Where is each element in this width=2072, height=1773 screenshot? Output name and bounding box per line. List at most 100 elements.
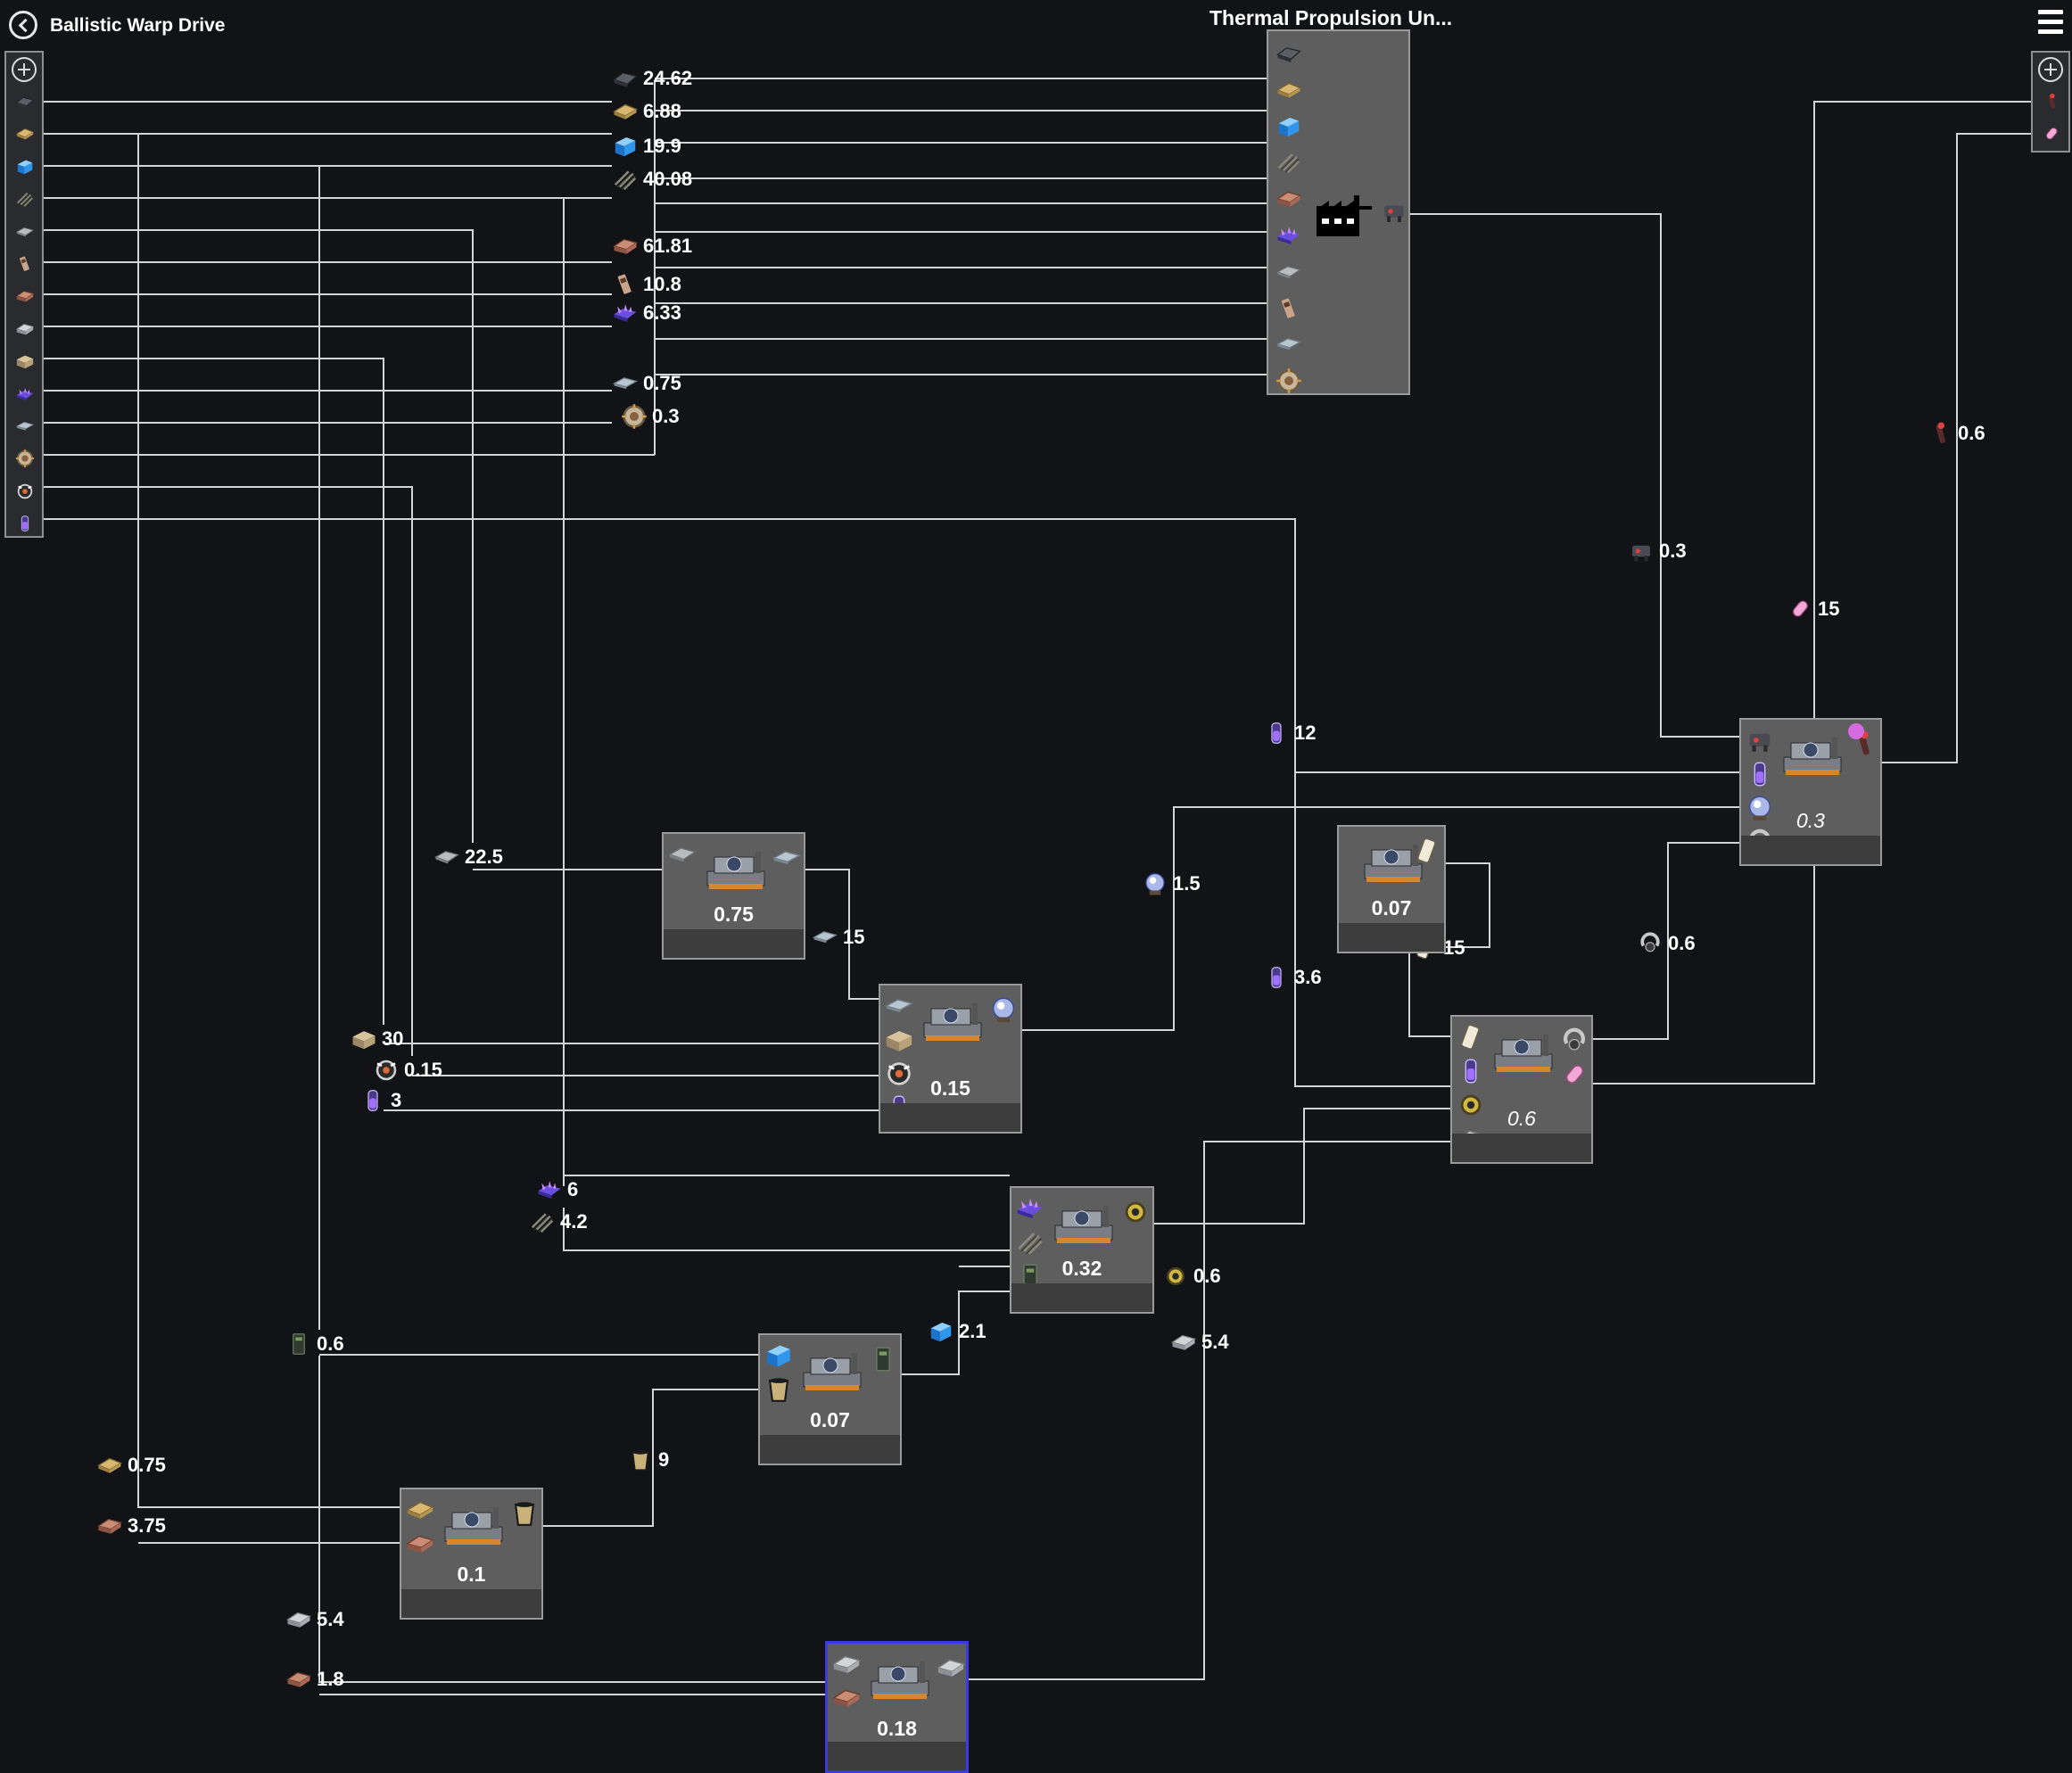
recipe-node[interactable]: 0.6 [1450,1015,1593,1164]
recipe-node[interactable]: 0.75 [662,832,805,960]
flow-value: 15 [843,926,865,948]
battery-cell-icon [1015,1261,1045,1291]
copper-plate-icon [285,1666,312,1693]
copper-plate-icon[interactable] [15,286,35,306]
glass-pane-icon [612,370,639,397]
factory-icon [1313,188,1372,238]
flow-value: 0.6 [1668,932,1696,954]
blue-crate-icon [928,1318,954,1345]
machine-icon [704,845,768,895]
flow-value: 0.15 [404,1059,442,1081]
node-rate: 0.15 [930,1076,970,1100]
hook-ring-icon [1637,930,1663,957]
add-input-button[interactable] [12,57,37,82]
flow-label: 5.4 [1170,1328,1229,1357]
node-rate: 0.32 [1061,1257,1102,1280]
flow-value: 24.62 [643,67,693,89]
violet-crystal-icon [612,300,639,326]
flow-label: 2.1 [928,1317,986,1346]
menu-icon[interactable] [2038,10,2063,40]
flow-label: 22.5 [433,843,503,871]
cog-gear-icon[interactable] [15,449,35,468]
flow-label: 0.3 [621,402,680,431]
flow-value: 19.9 [643,135,681,157]
phial-icon[interactable] [15,514,35,533]
steel-sheet-icon [831,1649,862,1679]
node-footer [828,1742,966,1770]
crystal-orb-icon [1142,870,1168,897]
output-product-title: Thermal Propulsion Un... [1209,6,1453,29]
flow-label: 3.75 [96,1512,166,1540]
flow-value: 0.3 [1659,540,1687,562]
recipe-node[interactable]: 0.18 [825,1641,969,1773]
flow-label: 0.15 [373,1056,442,1084]
steel-beam-icon [612,65,639,92]
page-title: Ballistic Warp Drive [50,15,226,36]
copper-ingot-icon[interactable] [15,124,35,144]
recipe-node[interactable]: 0.1 [400,1488,543,1620]
crystal-orb-icon [1745,793,1775,823]
iron-plate-icon[interactable] [15,222,35,242]
violet-crystal-icon [1275,222,1302,249]
flow-label: 15 [1787,595,1839,623]
output-machine[interactable] [1267,29,1410,395]
robot-drone-icon [1380,197,1408,226]
node-rate: 0.3 [1796,809,1825,832]
flow-value: 9 [658,1448,670,1471]
machine-icon [1052,1199,1116,1249]
recipe-node[interactable]: 0.32 [1010,1186,1154,1314]
cog-gear-icon [621,403,648,430]
flow-label: 6.33 [612,299,681,327]
phial-icon [1263,964,1290,991]
flow-value: 0.6 [1958,422,1985,444]
steel-sheet-icon [1170,1329,1197,1356]
flow-value: 3.6 [1294,966,1322,988]
glass-pane-icon[interactable] [15,416,35,436]
steel-sheet-icon[interactable] [15,319,35,339]
pink-capsule-icon[interactable] [2042,124,2061,144]
iron-plate-icon [433,844,460,870]
blue-crate-icon [764,1340,794,1371]
left-input-bar [4,51,44,538]
flow-value: 15 [1818,598,1840,620]
flow-value: 5.4 [317,1608,344,1630]
flow-label: 0.75 [612,369,681,398]
add-input-button-right[interactable] [2038,57,2063,82]
recipe-node[interactable]: 0.07 [1337,825,1446,953]
skull-core-icon[interactable] [15,482,35,501]
node-footer [1741,836,1880,864]
recipe-node[interactable]: 0.3 [1739,718,1882,866]
flow-value: 0.75 [128,1454,166,1476]
flow-label: 9 [627,1446,669,1474]
blue-crate-icon[interactable] [15,157,35,177]
node-footer [1452,1134,1591,1162]
copper-ingot-icon [96,1452,123,1479]
flow-value: 10.8 [643,273,681,295]
tin-cup-icon [627,1447,654,1473]
recipe-node[interactable]: 0.15 [879,984,1022,1134]
steel-beam-icon [1275,40,1302,67]
steel-beam-icon[interactable] [15,92,35,111]
flow-value: 3.75 [128,1514,166,1537]
fuse-icon[interactable] [15,254,35,274]
recipe-node[interactable]: 0.07 [758,1333,902,1465]
skull-core-icon [884,1059,914,1089]
sandstone-icon [884,1025,914,1055]
sandstone-icon[interactable] [15,351,35,371]
torch-rod-icon[interactable] [2042,92,2061,111]
back-button[interactable] [9,11,37,39]
flow-label: 19.9 [612,132,681,161]
skull-core-icon [373,1057,400,1084]
flow-label: 0.75 [96,1451,166,1480]
copper-ingot-icon [1275,77,1302,103]
flow-label: 0.6 [285,1330,344,1358]
rebar-icon[interactable] [15,189,35,209]
scroll-tube-icon [1412,836,1442,866]
copper-plate-icon [405,1529,435,1559]
blue-crate-icon [612,133,639,160]
flow-value: 3 [391,1089,402,1111]
machine-icon [1780,730,1845,780]
sandstone-icon [351,1026,377,1052]
violet-crystal-icon[interactable] [15,384,35,404]
